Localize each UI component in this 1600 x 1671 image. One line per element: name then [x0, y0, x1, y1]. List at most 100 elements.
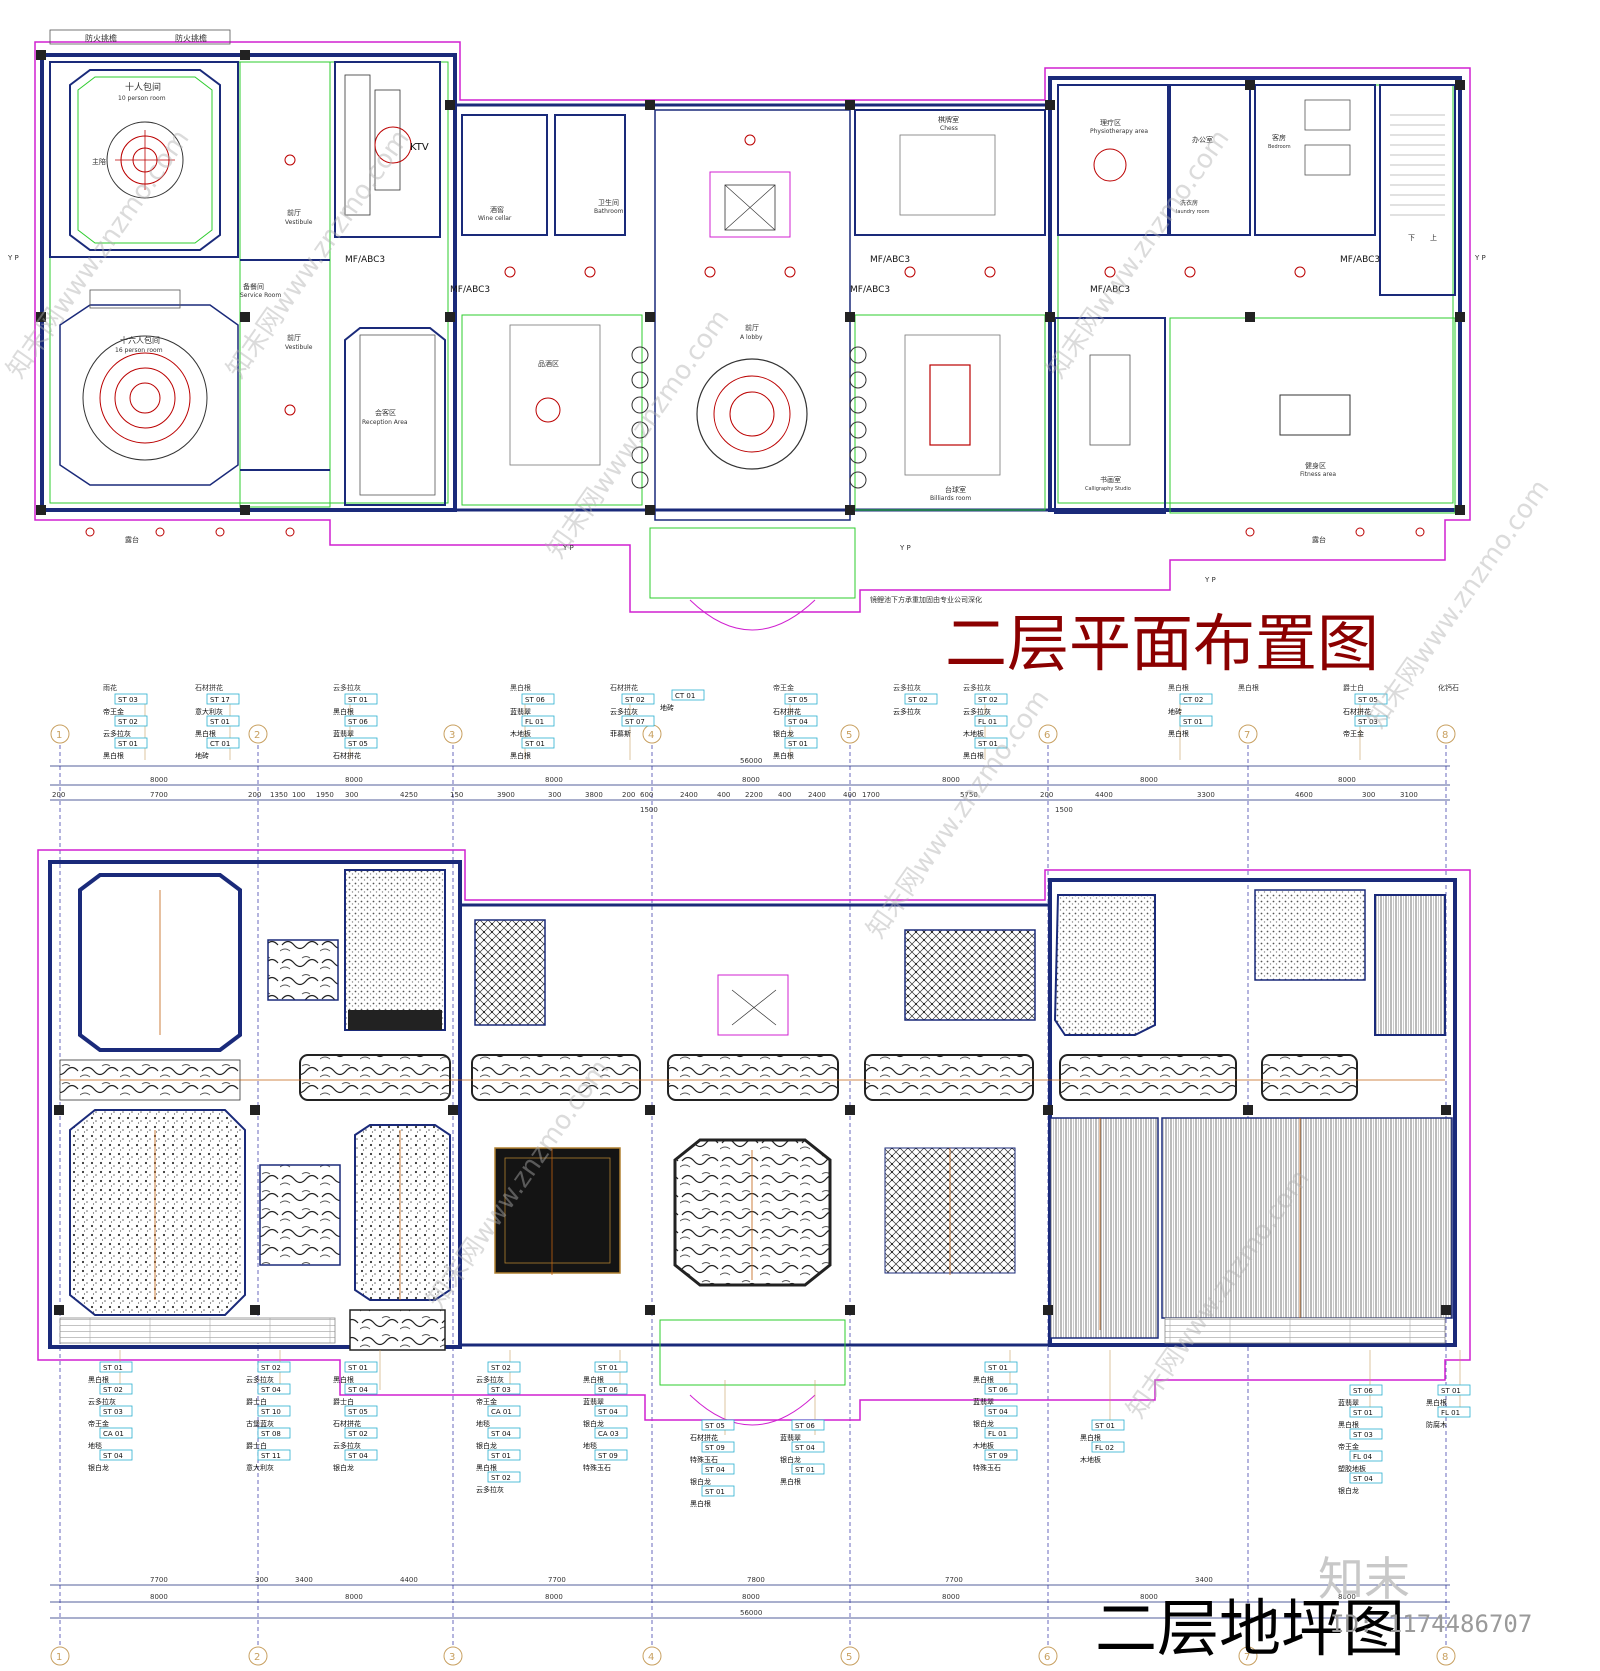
- legend-code-box: [99, 1361, 133, 1373]
- legend-code-box: [974, 693, 1008, 705]
- bedroom-label: 客房: [1272, 133, 1286, 142]
- legend-head: 爵士白: [1343, 683, 1364, 692]
- legend-code: FL 02: [1095, 1444, 1114, 1452]
- legend-material: 云多拉灰: [476, 1485, 504, 1494]
- legend-material: 银白龙: [1338, 1486, 1359, 1495]
- fitness-en: Fitness area: [1300, 471, 1336, 478]
- upper-plan: 防火挑檐 防火挑檐 十人包间 10 person room 主陪 十六人包间 1…: [7, 29, 1486, 631]
- legend-material: 银白龙: [973, 1419, 994, 1428]
- dim-detail: 1950: [316, 791, 334, 799]
- legend-code: ST 07: [625, 718, 645, 726]
- dim-detail-bottom: 3400: [1195, 1576, 1213, 1584]
- legend-code-box: [99, 1449, 133, 1461]
- mf-tag: MF/ABC3: [345, 255, 385, 265]
- legend-code: ST 04: [348, 1386, 368, 1394]
- legend-code-box: [114, 737, 148, 749]
- legend-code: ST 01: [1441, 1387, 1461, 1395]
- mf-tag: MF/ABC3: [450, 285, 490, 295]
- lobby-label: 前厅: [745, 323, 759, 332]
- yp-mark: Y P: [7, 254, 19, 262]
- svg-text:6: 6: [1044, 1652, 1050, 1663]
- legend-head: 黑白根: [1168, 683, 1189, 692]
- legend-code: CA 01: [103, 1430, 124, 1438]
- room-10-main: 主陪: [92, 157, 106, 166]
- legend-material: 塑胶地板: [1338, 1464, 1366, 1473]
- zone-centerlines: [60, 890, 1445, 1330]
- legend-code: ST 09: [988, 1452, 1008, 1460]
- legend-code: ST 02: [348, 1430, 368, 1438]
- legend-code: ST 05: [1358, 696, 1378, 704]
- yp-mark: Y P: [899, 544, 911, 552]
- yp-mark: Y P: [562, 544, 574, 552]
- legend-material: 爵士白: [333, 1397, 354, 1406]
- grid-bubble-top: 7: [1238, 724, 1258, 744]
- legend-code: ST 09: [705, 1444, 725, 1452]
- legend-code-box: [784, 715, 818, 727]
- dim-detail: 100: [292, 791, 305, 799]
- legend-material: 地毯: [88, 1441, 102, 1450]
- zone-corridor-strip: [1059, 1054, 1237, 1101]
- reception-en: Reception Area: [362, 419, 408, 426]
- legend-code: ST 03: [1358, 718, 1378, 726]
- dim-bay-bottom: 8000: [942, 1593, 960, 1601]
- legend-material: 云多拉灰: [963, 707, 991, 716]
- grid-bubble-bottom: 4: [642, 1646, 662, 1666]
- stair-up: 上: [1430, 233, 1437, 242]
- dim-total-top: 56000: [740, 757, 762, 765]
- dim-bay: 8000: [345, 776, 363, 784]
- dim-detail: 2400: [680, 791, 698, 799]
- service-en: Service Room: [240, 292, 281, 299]
- legend-code-box: [521, 693, 555, 705]
- legend-code: ST 02: [118, 718, 138, 726]
- legend-head: 云多拉灰: [963, 683, 991, 692]
- dim-detail-bottom: 3400: [295, 1576, 313, 1584]
- legend-code-box: [257, 1383, 291, 1395]
- dim-detail: 200: [248, 791, 261, 799]
- legend-code: ST 01: [988, 1364, 1008, 1372]
- legend-code: ST 02: [908, 696, 928, 704]
- dim-bay: 8000: [942, 776, 960, 784]
- legend-code: ST 04: [988, 1408, 1008, 1416]
- legend-material: 帝王金: [1338, 1442, 1359, 1451]
- legend-code: ST 03: [103, 1408, 123, 1416]
- zone-tasting-dark: [494, 1147, 621, 1274]
- legend-code-box: [1354, 715, 1388, 727]
- legend-material: 银白龙: [88, 1463, 109, 1472]
- zone-corridor-strip: [864, 1054, 1034, 1101]
- legend-code-box: [521, 715, 555, 727]
- legend-code-box: [344, 1449, 378, 1461]
- legend-code-box: [1349, 1406, 1383, 1418]
- legend-code-box: [487, 1405, 521, 1417]
- legend-code: ST 02: [625, 696, 645, 704]
- legend-material: 特殊玉石: [583, 1463, 611, 1472]
- svg-text:4: 4: [648, 1652, 654, 1663]
- zone-corridor-strip: [667, 1054, 839, 1101]
- zone-chess: [904, 929, 1036, 1021]
- zone-calligraphy-wood: [1049, 1117, 1159, 1339]
- zone-ktv-bar: [348, 1010, 442, 1030]
- legend-code: ST 04: [491, 1430, 511, 1438]
- legend-material: 意大利灰: [246, 1463, 274, 1472]
- legend-code: ST 01: [491, 1452, 511, 1460]
- legend-code-box: [257, 1361, 291, 1373]
- dim-text-bottom: 7700 300 3400 4400 7700 7800 7700 3400 8…: [150, 1576, 1356, 1617]
- legend-material: 帝王金: [103, 707, 124, 716]
- dim-bay-bottom: 8000: [1338, 1593, 1356, 1601]
- legend-code: ST 04: [1353, 1475, 1373, 1483]
- legend-code-box: [791, 1463, 825, 1475]
- svg-text:2: 2: [254, 730, 260, 741]
- legend-top: 黑白根: [1238, 683, 1259, 692]
- billiard-label: 台球室: [945, 485, 966, 494]
- fire-label-2: 防火挑檐: [175, 33, 207, 43]
- legend-code-box: [791, 1419, 825, 1431]
- legend-code: ST 06: [988, 1386, 1008, 1394]
- dim-bay-bottom: 8000: [345, 1593, 363, 1601]
- legend-code: ST 03: [491, 1386, 511, 1394]
- legend-head: 黑白根: [510, 683, 531, 692]
- legend-material: 蓝翡翠: [333, 729, 354, 738]
- legend-code: ST 04: [788, 718, 808, 726]
- legend-material: 黑白根: [103, 751, 124, 760]
